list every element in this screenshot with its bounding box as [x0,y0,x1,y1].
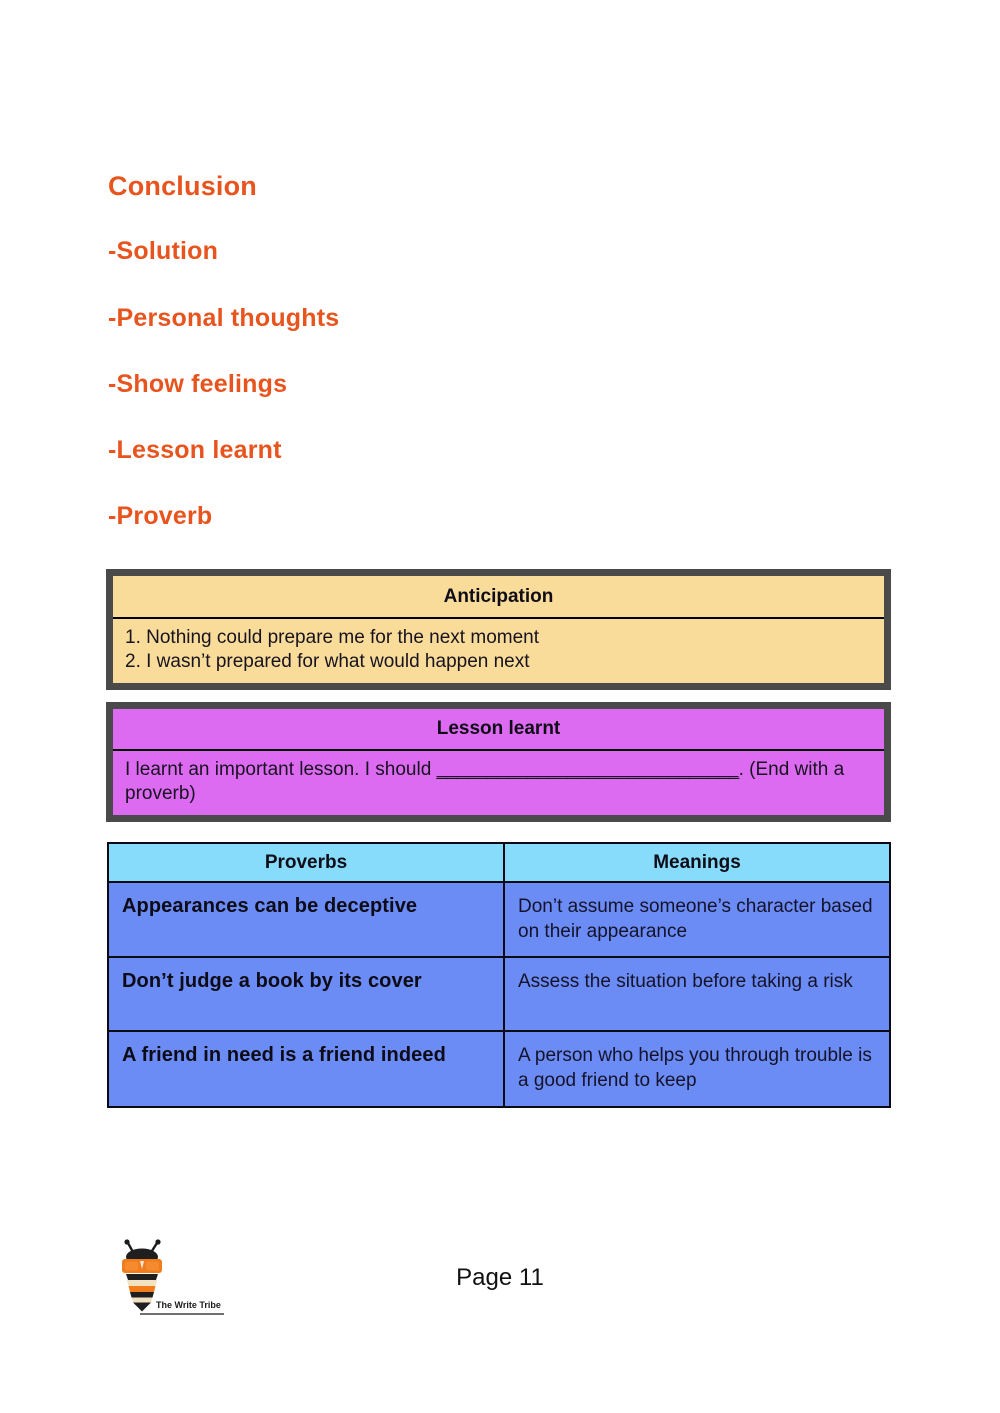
table-header-row: Anticipation [113,576,884,619]
proverb-cell: A friend in need is a friend indeed [109,1032,505,1106]
page-number: Page 11 [456,1264,544,1291]
table-row: I learnt an important lesson. I should _… [113,751,884,815]
lesson-sentence-before: I learnt an important lesson. I should [125,759,437,780]
table-row: A friend in need is a friend indeed A pe… [109,1032,889,1106]
outline-item-personal-thoughts: -Personal thoughts [108,303,340,332]
brand-wordmark: The Write Tribe [156,1300,221,1310]
outline-heading-conclusion: Conclusion [108,171,257,201]
lesson-learnt-body: I learnt an important lesson. I should _… [113,751,884,815]
meaning-cell: A person who helps you through trouble i… [505,1032,889,1106]
column-header-meanings: Meanings [505,844,889,881]
table-header-row: Proverbs Meanings [109,844,889,883]
column-header-proverbs: Proverbs [109,844,505,881]
page-footer: The Write Tribe Page 11 [0,1238,1000,1328]
anticipation-body: 1. Nothing could prepare me for the next… [113,619,884,683]
proverb-cell: Appearances can be deceptive [109,883,505,957]
lesson-sentence-after: . (End with a proverb) [125,759,845,805]
table-row: Don’t judge a book by its cover Assess t… [109,958,889,1033]
outline-item-solution: -Solution [108,237,219,266]
table-header-row: Lesson learnt [113,709,884,751]
anticipation-table: Anticipation 1. Nothing could prepare me… [106,569,891,690]
lesson-learnt-table: Lesson learnt I learnt an important less… [106,702,891,822]
meaning-cell: Don’t assume someone’s character based o… [505,883,889,957]
anticipation-header: Anticipation [113,576,884,619]
proverbs-meanings-table: Proverbs Meanings Appearances can be dec… [107,842,891,1108]
conclusion-outline: Conclusion -Solution -Personal thoughts … [108,172,868,530]
anticipation-line-1: 1. Nothing could prepare me for the next… [125,627,540,648]
table-row: 1. Nothing could prepare me for the next… [113,619,884,683]
fill-in-blank[interactable]: ______________________________ [436,759,740,780]
outline-item-lesson-learnt: -Lesson learnt [108,436,282,465]
anticipation-line-2: 2. I wasn’t prepared for what would happ… [125,651,530,673]
meaning-cell: Assess the situation before taking a ris… [505,958,889,1031]
outline-item-proverb: -Proverb [108,502,213,531]
table-row: Appearances can be deceptive Don’t assum… [109,883,889,959]
write-tribe-bee-logo: The Write Tribe [112,1238,228,1318]
proverb-cell: Don’t judge a book by its cover [109,958,505,1031]
lesson-learnt-header: Lesson learnt [113,709,884,751]
outline-item-show-feelings: -Show feelings [108,369,288,398]
